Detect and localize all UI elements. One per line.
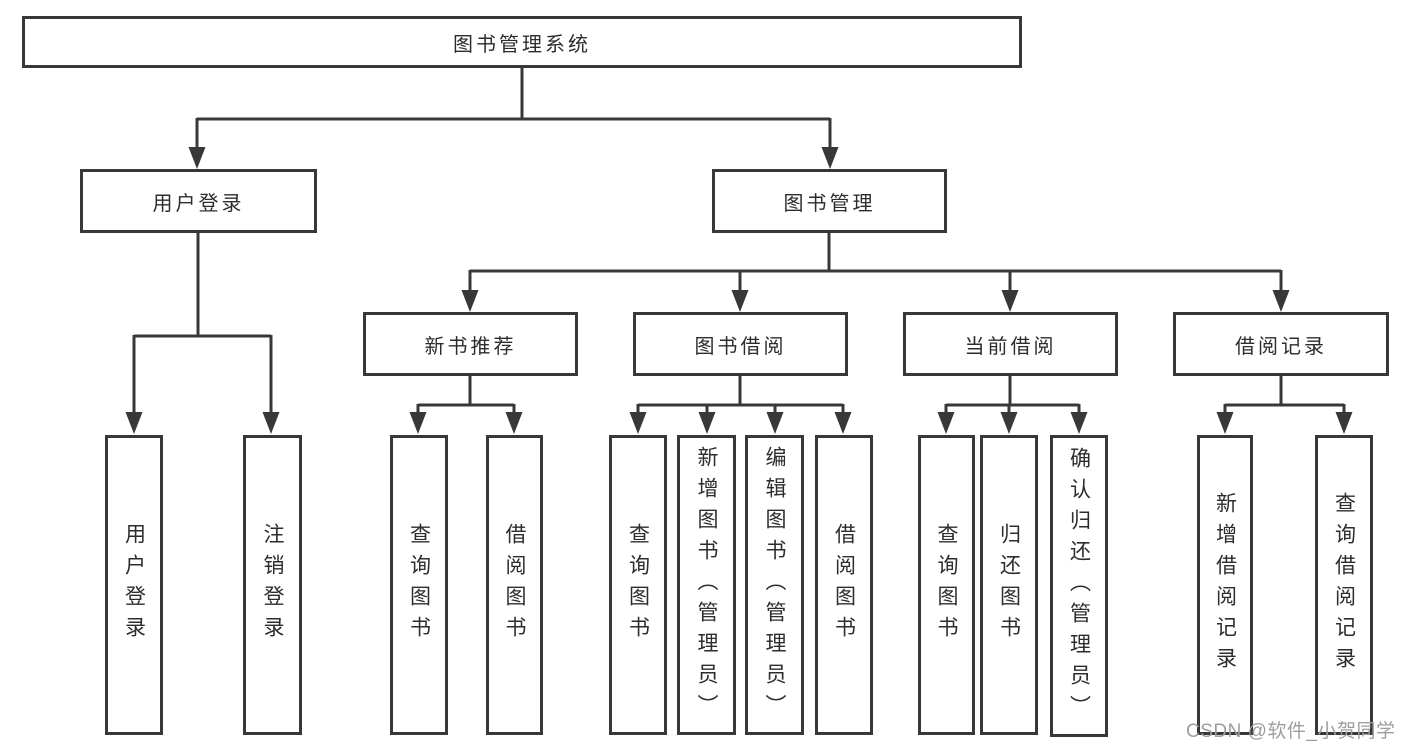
leaf-query-books-borrow: 查询图书 [609, 435, 667, 735]
leaf-label: 查询图书 [626, 523, 650, 647]
leaf-label: 借阅图书 [503, 523, 526, 647]
arrow-icon [834, 412, 852, 434]
leaf-query-borrow-record: 查询借阅记录 [1315, 435, 1373, 735]
arrow-icon [188, 147, 206, 169]
leaf-return-books: 归还图书 [980, 435, 1038, 735]
node-new-book-recommend: 新书推荐 [363, 312, 578, 376]
edge-borrow-to-leaves [636, 376, 845, 418]
leaf-add-borrow-record: 新增借阅记录 [1197, 435, 1253, 735]
edge-login-to-leaves [132, 233, 273, 418]
arrow-icon [1001, 290, 1019, 312]
leaf-borrow-books-recommend: 借阅图书 [486, 435, 543, 735]
node-library-system-root: 图书管理系统 [22, 16, 1022, 68]
leaf-label: 查询图书 [935, 523, 958, 647]
arrowheads [125, 147, 1353, 434]
arrow-icon [1272, 290, 1290, 312]
node-book-borrow: 图书借阅 [633, 312, 848, 376]
arrow-icon [125, 412, 143, 434]
arrow-icon [505, 412, 523, 434]
leaf-label: 查询图书 [407, 523, 431, 647]
arrow-icon [461, 290, 479, 312]
leaf-user-login: 用户登录 [105, 435, 163, 735]
arrow-icon [698, 412, 716, 434]
leaf-label: 借阅图书 [832, 523, 856, 647]
leaf-label: 归还图书 [997, 523, 1021, 647]
node-book-management: 图书管理 [712, 169, 947, 233]
edge-records-to-leaves [1223, 376, 1346, 418]
arrow-icon [766, 412, 784, 434]
node-user-login: 用户登录 [80, 169, 317, 233]
leaf-label: 用户登录 [122, 523, 146, 647]
arrow-icon [629, 412, 647, 434]
arrow-icon [1335, 412, 1353, 434]
arrow-icon [1070, 412, 1088, 434]
edge-root-to-level2 [195, 68, 832, 150]
leaf-add-books-admin: 新增图书（管理员） [677, 435, 736, 735]
leaf-edit-books-admin: 编辑图书（管理员） [745, 435, 804, 735]
leaf-label: 新增借阅记录 [1213, 492, 1237, 678]
leaf-borrow-books: 借阅图书 [815, 435, 873, 735]
arrow-icon [1000, 412, 1018, 434]
arrow-icon [262, 412, 280, 434]
arrow-icon [409, 412, 427, 434]
arrow-icon [1216, 412, 1234, 434]
edge-mgmt-to-level3 [468, 233, 1283, 296]
arrow-icon [937, 412, 955, 434]
node-current-borrow: 当前借阅 [903, 312, 1118, 376]
leaf-query-books-recommend: 查询图书 [390, 435, 448, 735]
leaf-label: 编辑图书（管理员） [763, 445, 786, 725]
arrow-icon [731, 290, 749, 312]
leaf-logout: 注销登录 [243, 435, 302, 735]
leaf-label: 新增图书（管理员） [695, 445, 718, 725]
leaf-label: 确认归还（管理员） [1067, 446, 1091, 726]
edge-current-to-leaves [944, 376, 1081, 418]
edge-recommend-to-leaves [416, 376, 516, 418]
node-borrow-records: 借阅记录 [1173, 312, 1389, 376]
watermark-text: CSDN @软件_小贺同学 [1186, 721, 1396, 742]
leaf-confirm-return-admin: 确认归还（管理员） [1050, 435, 1108, 737]
leaf-label: 注销登录 [261, 523, 284, 647]
leaf-query-books-current: 查询图书 [918, 435, 975, 735]
arrow-icon [821, 147, 839, 169]
leaf-label: 查询借阅记录 [1332, 492, 1356, 678]
